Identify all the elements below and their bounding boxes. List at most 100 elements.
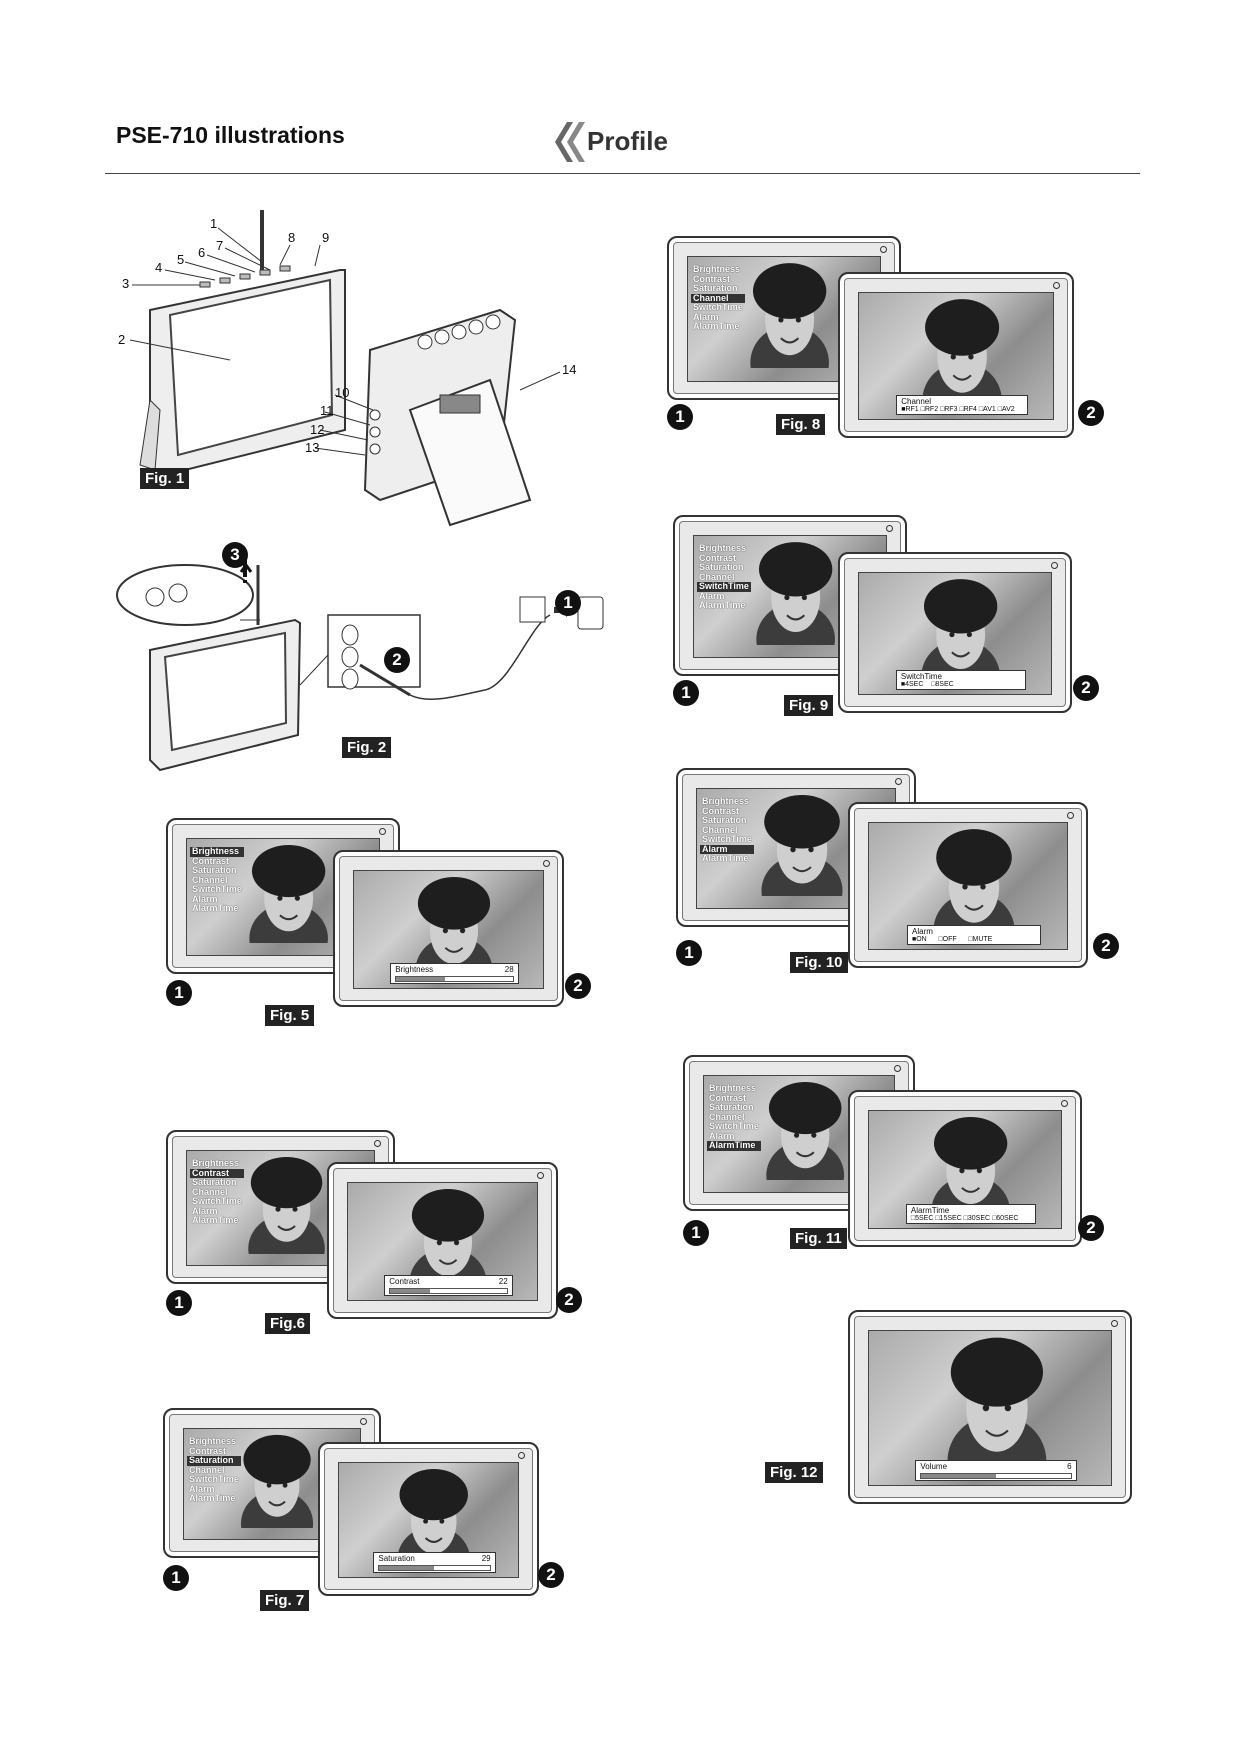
fig11-result-monitor: AlarmTime□5SEC □15SEC □30SEC □60SEC	[848, 1090, 1082, 1247]
child-photo	[933, 829, 1015, 936]
fig8-result-monitor: Channel■RF1 □RF2 □RF3 □RF4 □AV1 □AV2	[838, 272, 1074, 438]
osd-panel: Channel■RF1 □RF2 □RF3 □RF4 □AV1 □AV2	[896, 395, 1028, 415]
menu-item-alarm: Alarm	[192, 893, 218, 904]
level-bar	[389, 1288, 508, 1294]
fig11-step-1-badge: 1	[683, 1220, 709, 1246]
osd-options: □5SEC □15SEC □30SEC □60SEC	[910, 1215, 1019, 1222]
callout-5: 5	[177, 252, 185, 267]
menu-item-alarmtime: AlarmTime	[189, 1493, 236, 1503]
child-photo	[761, 795, 843, 896]
fig6-step-2-badge: 2	[556, 1287, 582, 1313]
profile-logo: Profile	[555, 122, 668, 162]
menu-item-alarm: Alarm	[693, 311, 719, 322]
menu-item-contrast: Contrast	[702, 805, 740, 816]
fig11-step-2-badge: 2	[1078, 1215, 1104, 1241]
fig11-label: Fig. 11	[790, 1228, 847, 1249]
fig2-label: Fig. 2	[342, 737, 392, 758]
menu-item-channel: Channel	[192, 1186, 228, 1197]
fig6-result-monitor: Contrast 22	[327, 1162, 558, 1319]
fig6-step-1-badge: 1	[166, 1290, 192, 1316]
fig7-step-1-badge: 1	[163, 1565, 189, 1591]
power-led	[1061, 1100, 1068, 1107]
fig12-label: Fig. 12	[765, 1462, 823, 1483]
osd-panel: Saturation 29	[373, 1552, 496, 1573]
menu-item-contrast: Contrast	[190, 1168, 244, 1178]
osd-title: Contrast	[389, 1277, 420, 1286]
screen: Alarm■ON □OFF □MUTE	[868, 822, 1068, 950]
menu-item-saturation: Saturation	[192, 865, 237, 875]
menu-item-alarmtime: AlarmTime	[707, 1140, 761, 1151]
child-photo	[249, 845, 329, 944]
child-photo	[765, 1082, 844, 1181]
fig5-label: Fig. 5	[265, 1005, 315, 1026]
menu-item-switchtime: SwitchTime	[192, 1196, 242, 1206]
menu-item-brightness: Brightness	[693, 264, 741, 274]
fig7-step-2-badge: 2	[538, 1562, 564, 1588]
fig1-label: Fig. 1	[140, 468, 190, 489]
menu-item-alarmtime: AlarmTime	[699, 600, 746, 610]
power-led	[895, 778, 902, 785]
screen: SwitchTime■4SEC □8SEC	[858, 572, 1052, 695]
fig5-step-2-badge: 2	[565, 973, 591, 999]
level-bar	[920, 1473, 1072, 1479]
fig9-label: Fig. 9	[784, 695, 834, 716]
callout-10: 10	[335, 385, 350, 400]
menu-item-contrast: Contrast	[189, 1445, 227, 1456]
power-led	[1111, 1320, 1118, 1327]
menu-item-saturation: Saturation	[702, 815, 747, 825]
osd-panel: Contrast 22	[384, 1275, 513, 1296]
menu-item-channel: Channel	[699, 571, 735, 582]
osd-value: 28	[504, 965, 514, 974]
fig1-device-diagram: 1 2 3 4 5 6 7 8 9 10 11 12 13 14 Fig. 1	[110, 200, 580, 530]
menu-item-saturation: Saturation	[192, 1177, 237, 1187]
osd-title: Volume	[920, 1462, 948, 1471]
power-led	[537, 1172, 544, 1179]
osd-title: Saturation	[378, 1554, 415, 1563]
menu-item-alarmtime: AlarmTime	[192, 1215, 239, 1225]
menu-item-alarm: Alarm	[699, 590, 725, 601]
menu-item-saturation: Saturation	[693, 283, 738, 293]
osd-options: ■4SEC □8SEC	[900, 681, 954, 688]
menu-item-contrast: Contrast	[699, 552, 737, 563]
page-title: PSE-710 illustrations	[116, 122, 345, 148]
level-fill	[390, 1289, 430, 1293]
power-led	[1051, 562, 1058, 569]
menu-item-switchtime: SwitchTime	[702, 834, 752, 844]
fig6-label: Fig.6	[265, 1313, 311, 1334]
fig10-label: Fig. 10	[790, 952, 848, 973]
menu-item-switchtime: SwitchTime	[697, 581, 751, 592]
fig5-step-1-badge: 1	[166, 980, 192, 1006]
power-led	[518, 1452, 525, 1459]
child-photo	[921, 579, 1001, 682]
menu-item-brightness: Brightness	[189, 1436, 237, 1446]
callout-4: 4	[155, 260, 163, 275]
menu-item-alarm: Alarm	[709, 1130, 735, 1141]
child-photo	[750, 263, 830, 369]
power-led	[1053, 282, 1060, 289]
power-led	[360, 1418, 367, 1425]
osd-value: 22	[498, 1277, 508, 1286]
menu-item-alarm: Alarm	[700, 844, 754, 854]
menu-item-alarmtime: AlarmTime	[693, 321, 740, 331]
callout-1: 1	[210, 216, 218, 231]
screen: Channel■RF1 □RF2 □RF3 □RF4 □AV1 □AV2	[858, 292, 1054, 420]
menu-item-contrast: Contrast	[192, 855, 230, 866]
fig7-result-monitor: Saturation 29	[318, 1442, 539, 1596]
menu-item-contrast: Contrast	[693, 273, 731, 284]
menu-item-switchtime: SwitchTime	[189, 1474, 239, 1484]
menu-item-channel: Channel	[189, 1464, 225, 1475]
osd-value: 29	[481, 1554, 491, 1563]
device-drawing	[129, 210, 561, 527]
child-photo	[756, 542, 836, 645]
step-2-badge: 2	[384, 647, 410, 673]
step-3-badge: 3	[222, 542, 248, 568]
menu-item-brightness: Brightness	[192, 1158, 240, 1168]
screen: Saturation 29	[338, 1462, 519, 1578]
callout-13: 13	[305, 440, 320, 455]
